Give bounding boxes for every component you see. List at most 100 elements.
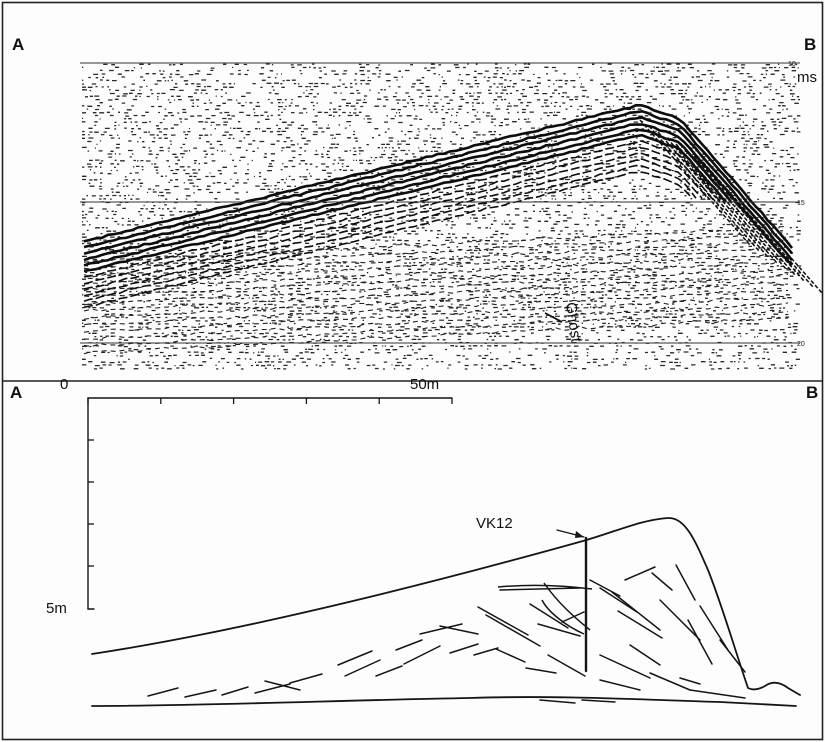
cross-bed-line <box>659 599 701 641</box>
seismic-reflectors <box>83 103 823 355</box>
cross-bed-line <box>495 648 526 663</box>
reflector-line <box>83 116 794 262</box>
cross-bed-line <box>264 680 301 691</box>
cross-bed-line <box>589 579 621 597</box>
cross-bed-line <box>221 686 249 696</box>
deep-reflector <box>83 295 789 333</box>
dipping-reflector <box>711 167 823 294</box>
cross-bed-line <box>537 623 581 637</box>
deep-reflector <box>83 232 789 270</box>
time-unit-label: ms <box>797 69 817 86</box>
time-tick-15: 15 <box>797 200 805 207</box>
cross-bedding-lines <box>147 564 746 704</box>
cross-bed-line <box>525 667 557 674</box>
seismic-panel: A B 10 ms 15 20 Ghost <box>12 35 823 370</box>
cross-bed-line <box>473 647 499 656</box>
cross-bed-line <box>337 650 373 666</box>
cross-bed-line <box>581 699 616 703</box>
deep-reflector <box>83 246 789 285</box>
reflector-line <box>83 123 793 267</box>
cross-bed-line <box>599 654 651 679</box>
section-corner-a: A <box>10 383 22 402</box>
deep-reflector <box>83 240 789 278</box>
scale-bar: 0 50m 5m <box>46 376 453 617</box>
cross-bed-line <box>679 677 701 685</box>
dipping-reflector <box>657 131 769 258</box>
reflector-line <box>83 128 734 267</box>
reflector-line <box>83 158 703 297</box>
reflector-line <box>83 152 709 290</box>
seismic-corner-b: B <box>804 35 816 54</box>
deep-reflector <box>83 289 789 326</box>
cross-bed-line <box>499 587 581 591</box>
cross-bed-line <box>649 672 691 691</box>
section-panel: A B 0 50m 5m VK12 <box>10 376 818 707</box>
cross-bed-line <box>449 643 479 654</box>
borehole-label: VK12 <box>476 515 513 532</box>
deep-reflector <box>83 260 789 298</box>
cross-bed-line <box>529 603 569 629</box>
cross-bed-line <box>561 611 585 623</box>
reflector-line <box>83 164 697 303</box>
cross-bed-line <box>651 572 673 591</box>
dipping-reflector <box>666 137 778 264</box>
cross-bed-line <box>599 587 638 613</box>
scale-horizontal-label: 50m <box>410 376 439 393</box>
reflector-line <box>83 140 721 278</box>
cross-bed-line <box>699 605 729 651</box>
cross-bed-line <box>539 699 576 704</box>
dipping-reflector <box>693 155 805 282</box>
deep-reflector <box>83 281 789 320</box>
deep-reflector <box>83 309 789 348</box>
seismic-corner-a: A <box>12 35 24 54</box>
scale-vertical-label: 5m <box>46 600 67 617</box>
cross-bed-line <box>624 566 656 581</box>
vertical-scale-ticks <box>88 439 94 567</box>
cross-bed-line <box>485 614 541 647</box>
deep-reflector <box>83 267 789 306</box>
cross-bed-line <box>719 639 746 673</box>
time-tick-10: 10 <box>788 61 796 68</box>
reflector-line <box>83 103 794 249</box>
dipping-reflector <box>702 161 814 288</box>
cross-bed-line <box>617 610 663 639</box>
cross-bed-line <box>629 644 661 666</box>
borehole-arrowhead <box>575 531 584 538</box>
reflector-line <box>83 109 793 255</box>
deep-reflector <box>83 273 789 312</box>
deep-reflector <box>83 317 789 355</box>
ghost-label: Ghost <box>562 301 585 344</box>
reflector-line <box>83 171 691 309</box>
deep-reflector <box>84 302 789 340</box>
dipping-reflector <box>648 125 760 252</box>
cross-bed-line <box>184 689 217 698</box>
cross-bed-line <box>439 625 479 635</box>
ghost-arrow <box>544 312 563 323</box>
reflector-line <box>83 147 715 285</box>
section-corner-b: B <box>806 383 818 402</box>
scale-zero-label: 0 <box>60 376 68 393</box>
time-tick-20: 20 <box>797 341 805 348</box>
dune-surface-line <box>91 517 801 696</box>
cross-bed-curve <box>543 582 591 631</box>
cross-bed-line <box>675 564 696 601</box>
cross-bed-line <box>395 639 423 651</box>
horizontal-scale-ticks <box>87 398 453 404</box>
cross-bed-line <box>477 606 529 636</box>
cross-bed-line <box>419 623 463 635</box>
cross-bed-line <box>147 687 179 697</box>
cross-bed-line <box>375 665 403 677</box>
cross-bed-line <box>689 689 746 699</box>
dipping-reflector <box>639 119 751 246</box>
cross-bed-line <box>403 645 441 665</box>
deep-reflector <box>83 254 789 292</box>
cross-bed-curve <box>541 599 585 635</box>
dipping-reflector <box>684 149 796 276</box>
deep-reflector <box>83 226 789 263</box>
dune-base-line <box>91 696 797 707</box>
cross-bed-line <box>611 591 661 631</box>
cross-bed-line <box>344 659 381 677</box>
